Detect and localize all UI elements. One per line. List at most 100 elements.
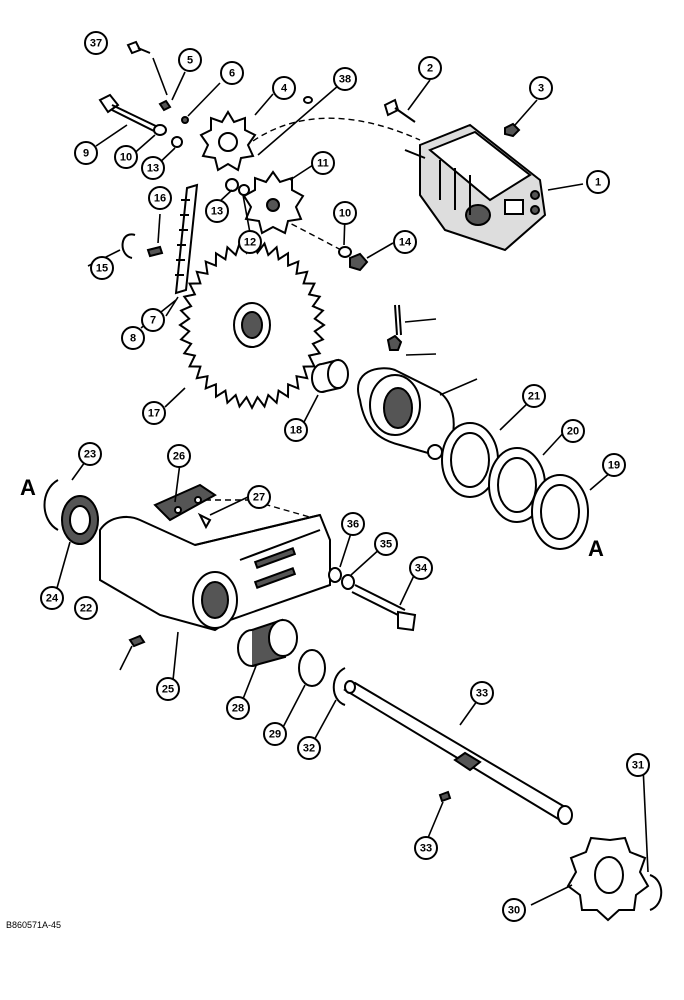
callout-number: 8 xyxy=(130,333,136,345)
callout-circle xyxy=(148,186,172,210)
callout-number: 35 xyxy=(380,539,392,551)
retaining-plate xyxy=(153,483,217,530)
left-bearing xyxy=(43,479,99,545)
needle-bearing xyxy=(237,618,298,667)
callout-number: 2 xyxy=(427,63,433,75)
arm-bolt xyxy=(328,567,417,632)
callout-circle xyxy=(263,722,287,746)
callout-number: 34 xyxy=(415,563,428,575)
callout-number: 31 xyxy=(632,760,644,772)
callout-circle xyxy=(90,256,114,280)
callout-circle xyxy=(178,48,202,72)
callout-number: 22 xyxy=(80,603,92,615)
thrust-washers xyxy=(441,422,589,550)
callout-circle xyxy=(121,326,145,350)
callout-circle xyxy=(141,308,165,332)
upper-hardware xyxy=(98,40,369,272)
callout-number: 33 xyxy=(420,843,432,855)
callout-number: 13 xyxy=(147,163,159,175)
callout-number: 15 xyxy=(96,263,108,275)
callout-circle xyxy=(529,76,553,100)
bushing xyxy=(311,358,349,393)
callout-number: 5 xyxy=(187,55,193,67)
callout-circle xyxy=(602,453,626,477)
roller-chain xyxy=(174,183,199,295)
callout-circle xyxy=(272,76,296,100)
callout-number: 29 xyxy=(269,729,281,741)
callout-number: 9 xyxy=(83,148,89,160)
callout-number: 23 xyxy=(84,449,96,461)
idler-sprocket xyxy=(242,170,305,235)
callout-number: 33 xyxy=(476,688,488,700)
callout-number: 11 xyxy=(317,158,329,170)
reference-letter-a-left: A xyxy=(20,475,36,500)
reference-letter-a-right: A xyxy=(588,536,604,561)
callout-number: 28 xyxy=(232,703,244,715)
callout-number: 14 xyxy=(399,237,412,249)
callout-circle xyxy=(561,419,585,443)
pivot-arm xyxy=(99,513,331,648)
callout-circle xyxy=(247,485,271,509)
callout-circle xyxy=(374,532,398,556)
callout-circle xyxy=(341,512,365,536)
callout-number: 19 xyxy=(608,460,620,472)
callout-number: 20 xyxy=(567,426,579,438)
callout-circle xyxy=(626,753,650,777)
callout-circle xyxy=(40,586,64,610)
callout-circle xyxy=(74,141,98,165)
callout-number: 26 xyxy=(173,451,185,463)
motor-nut xyxy=(504,122,521,138)
callout-circle xyxy=(226,696,250,720)
callout-number: 30 xyxy=(508,905,520,917)
callout-circle xyxy=(333,201,357,225)
document-id: B860571A-45 xyxy=(6,920,61,930)
callout-number: 16 xyxy=(154,193,166,205)
callout-circle xyxy=(156,677,180,701)
callout-circle xyxy=(409,556,433,580)
callout-number: 32 xyxy=(303,743,315,755)
callout-number: 10 xyxy=(339,208,351,220)
callout-number: 4 xyxy=(281,83,288,95)
callout-number: 18 xyxy=(290,425,302,437)
hydraulic-motor xyxy=(404,123,547,252)
callout-circle xyxy=(238,230,262,254)
callout-circle xyxy=(333,67,357,91)
motor-bolt xyxy=(383,98,416,123)
drive-shaft xyxy=(343,680,573,825)
callout-number: 38 xyxy=(339,74,351,86)
shaft-bushing xyxy=(298,649,346,706)
callout-circle xyxy=(167,444,191,468)
callout-number: 25 xyxy=(162,684,174,696)
callout-number: 3 xyxy=(538,83,544,95)
callout-circle xyxy=(586,170,610,194)
callout-number: 24 xyxy=(46,593,59,605)
callout-circle xyxy=(74,596,98,620)
callout-number: 13 xyxy=(211,206,223,218)
callout-circle xyxy=(205,199,229,223)
callout-number: 1 xyxy=(595,177,601,189)
large-sprocket xyxy=(178,240,326,410)
callout-circle xyxy=(393,230,417,254)
callout-circle xyxy=(297,736,321,760)
callout-number: 36 xyxy=(347,519,359,531)
bearing-housing xyxy=(357,304,455,460)
callout-circle xyxy=(414,836,438,860)
callout-number: 6 xyxy=(229,68,235,80)
callout-circle xyxy=(78,442,102,466)
callout-circle xyxy=(284,418,308,442)
callout-circle xyxy=(502,898,526,922)
callout-number: 7 xyxy=(150,315,156,327)
callout-circle xyxy=(142,401,166,425)
callout-number: 37 xyxy=(90,38,102,50)
callout-circle xyxy=(311,151,335,175)
callout-number: 21 xyxy=(528,391,540,403)
drive-sprocket-upper xyxy=(199,110,257,172)
callout-circle xyxy=(522,384,546,408)
callout-number: 10 xyxy=(120,152,132,164)
callout-circle xyxy=(220,61,244,85)
callout-number: 27 xyxy=(253,492,265,504)
callout-circle xyxy=(418,56,442,80)
callout-number: 17 xyxy=(148,408,160,420)
